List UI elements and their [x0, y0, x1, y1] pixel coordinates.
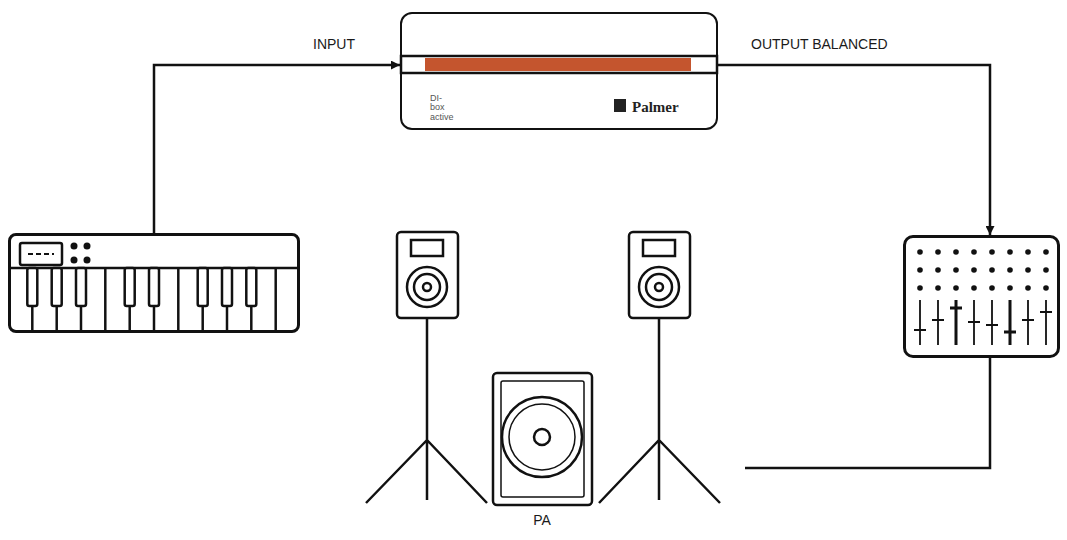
pa-illustration [366, 232, 720, 505]
mixer-knob [1043, 267, 1049, 273]
signal-cable [154, 65, 400, 233]
black-key [27, 268, 37, 306]
mixer-knob [1007, 249, 1013, 255]
signal-label: INPUT [313, 36, 355, 52]
device-model-text: DI-box active [430, 94, 454, 122]
mixer-knob [989, 249, 995, 255]
black-key [125, 268, 135, 306]
mixer-illustration [914, 249, 1052, 345]
keyboard-illustration [9, 243, 299, 333]
speaker-dustcap [423, 283, 431, 291]
mixer-fader [968, 300, 980, 345]
keyboard-node [8, 233, 300, 333]
subwoofer-cone [502, 397, 582, 477]
black-key [246, 268, 256, 306]
mixer-knob [989, 285, 995, 291]
black-key [52, 268, 62, 306]
speaker-tripod [599, 318, 720, 503]
speaker-dustcap [655, 283, 663, 291]
mixer-knob [1025, 285, 1031, 291]
mixer-knob [1007, 285, 1013, 291]
mixer-fader [914, 300, 926, 345]
signal-cable [718, 65, 990, 235]
palmer-logo-mark [614, 99, 626, 112]
subwoofer-dustcap [534, 429, 550, 445]
mixer-knob [935, 285, 941, 291]
speaker-tweeter [643, 240, 675, 256]
mixer-knob [935, 267, 941, 273]
mixer-knob [971, 249, 977, 255]
mixer-fader [1040, 300, 1052, 345]
white-key-line [104, 268, 107, 332]
di-box-orange-band [425, 58, 691, 71]
keyboard-display [20, 243, 62, 265]
mixer-knob [917, 249, 923, 255]
subwoofer-cabinet [493, 373, 592, 505]
mixer-knob [1043, 249, 1049, 255]
speaker-tripod [366, 318, 487, 503]
mixer-knob [1025, 267, 1031, 273]
mixer-knob [953, 267, 959, 273]
mixer-fader [950, 300, 962, 345]
mixer-knob [971, 285, 977, 291]
keyboard-button [84, 243, 91, 250]
mixer-knob [935, 249, 941, 255]
speaker-tweeter [411, 240, 443, 256]
brand-logo-text: Palmer [632, 99, 679, 116]
mixer-knob [971, 267, 977, 273]
speaker-woofer [639, 267, 679, 307]
mixer-fader [1004, 300, 1016, 345]
black-key [76, 268, 86, 306]
mixer-knob [989, 267, 995, 273]
subwoofer-cone-ring [509, 404, 575, 470]
mixer-knob [953, 285, 959, 291]
speaker-cabinet [629, 232, 690, 318]
white-key-line [274, 268, 277, 332]
keyboard-button [71, 257, 78, 264]
mixer-fader [1022, 300, 1034, 345]
di-box-seam [401, 56, 717, 73]
black-key [198, 268, 208, 306]
speaker-woofer [407, 267, 447, 307]
mixer-knob [917, 267, 923, 273]
black-key [149, 268, 159, 306]
subwoofer-grille [501, 381, 584, 497]
signal-cable [745, 358, 990, 468]
black-key [222, 268, 232, 306]
mixer-knob [953, 249, 959, 255]
mixer-knob [1025, 249, 1031, 255]
speaker-cabinet [397, 232, 458, 318]
mixer-fader [986, 300, 998, 345]
white-key-line [177, 268, 180, 332]
keyboard-button [71, 243, 78, 250]
speaker-woofer-ring [646, 274, 672, 300]
signal-label: OUTPUT BALANCED [751, 36, 888, 52]
di-box-node: DI-box active Palmer [400, 12, 718, 130]
mixer-node [903, 235, 1060, 358]
keyboard-display-dashes [28, 253, 54, 255]
pa-node: PA [365, 225, 745, 530]
mixer-knob [1007, 267, 1013, 273]
mixer-knob [1043, 285, 1049, 291]
pa-label: PA [533, 512, 551, 528]
mixer-knob [917, 285, 923, 291]
speaker-woofer-ring [414, 274, 440, 300]
mixer-fader [932, 300, 944, 345]
keyboard-button [84, 257, 91, 264]
